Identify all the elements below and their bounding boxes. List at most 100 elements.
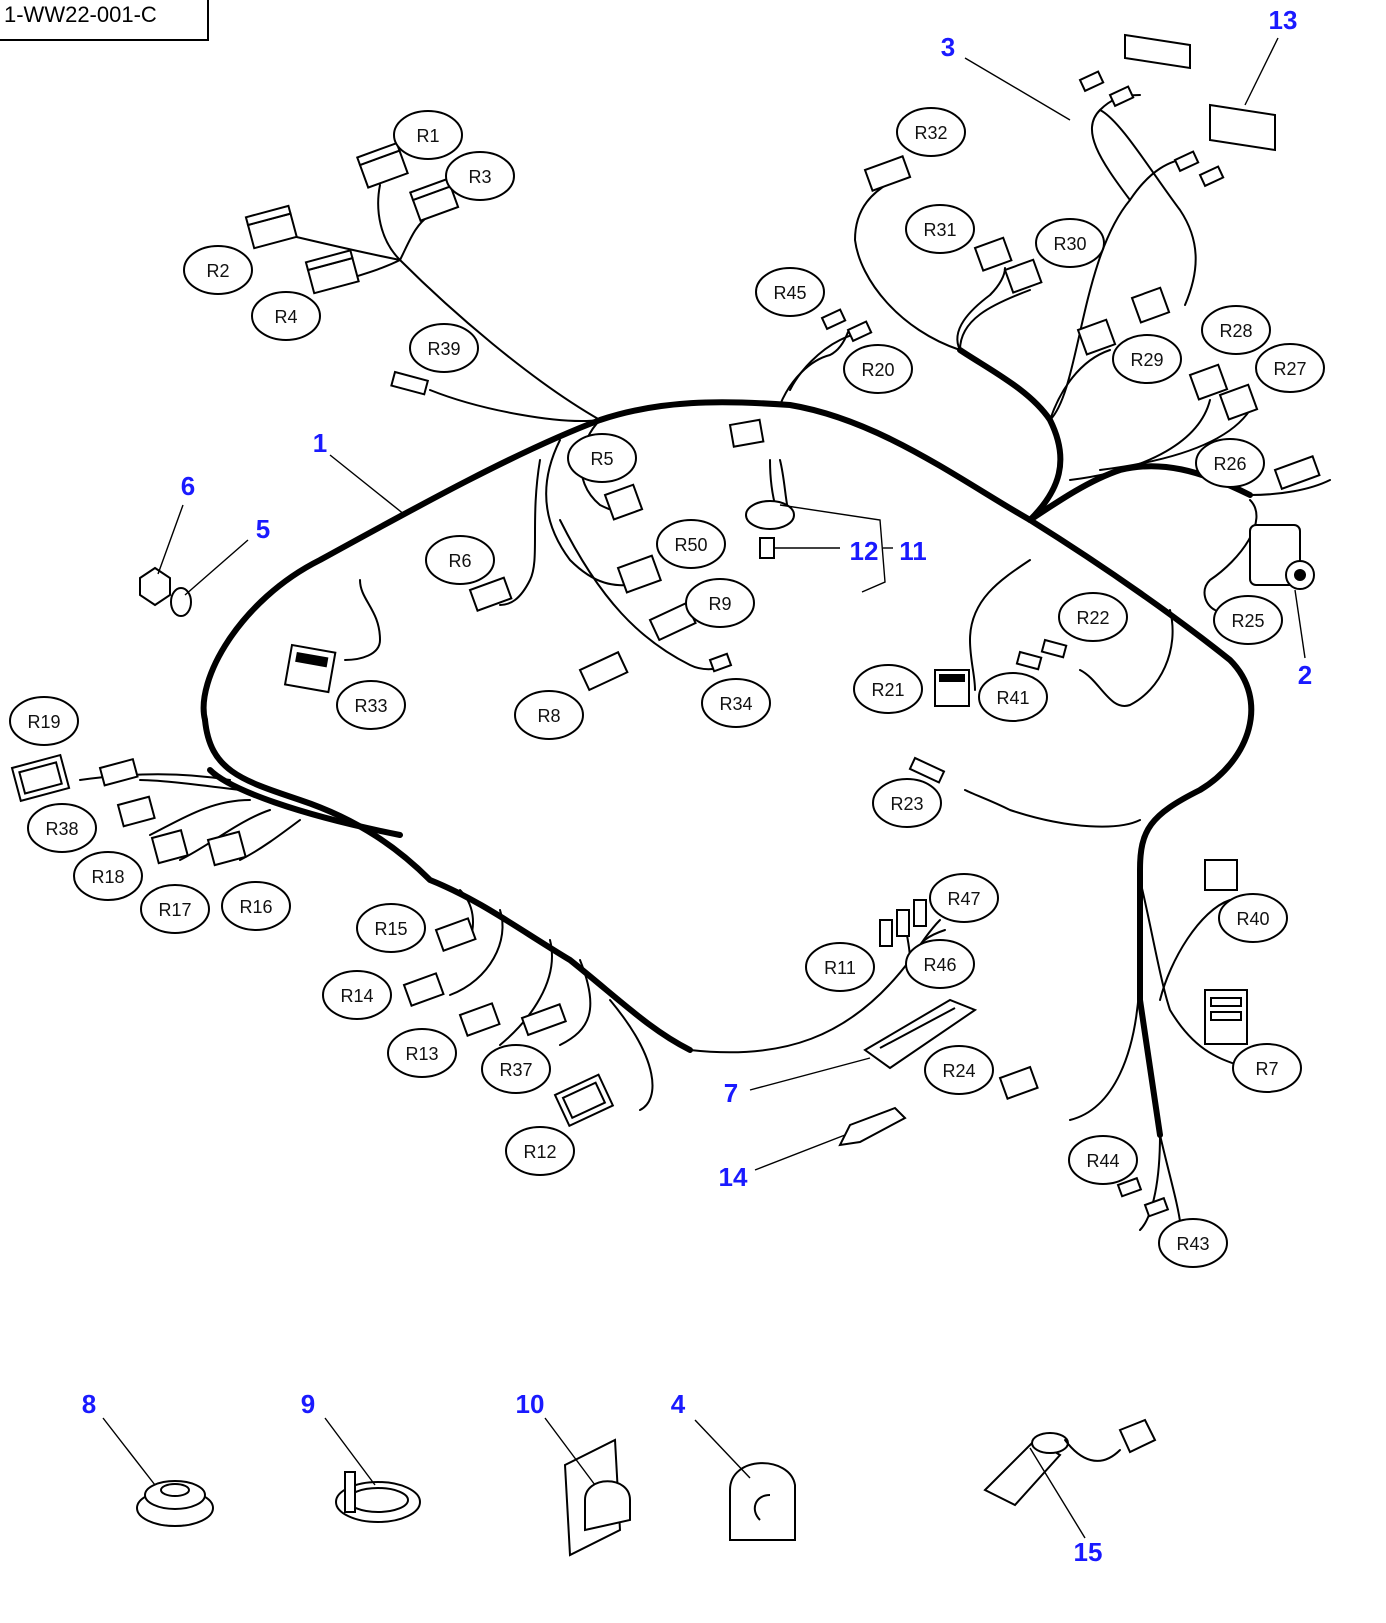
- svg-text:R32: R32: [914, 123, 947, 143]
- connector: [578, 650, 629, 692]
- ref-R50: R50: [656, 519, 726, 569]
- connector: [1108, 85, 1135, 108]
- room-lamp-part-7: [863, 998, 978, 1070]
- lamp-cover-part-13: [1124, 33, 1276, 152]
- connector: [98, 757, 139, 787]
- main-harness: [200, 347, 1255, 1138]
- connector: [1078, 70, 1105, 93]
- connector: [434, 917, 477, 952]
- grommet-part-8: [136, 1480, 214, 1527]
- connector: [934, 669, 970, 707]
- connector: [283, 643, 337, 694]
- ref-R8: R8: [514, 690, 584, 740]
- connector: [1204, 859, 1238, 891]
- connector: [908, 756, 946, 784]
- connector: [1204, 989, 1248, 1045]
- connector: [728, 418, 765, 448]
- ref-R13: R13: [387, 1028, 457, 1078]
- svg-text:R27: R27: [1273, 359, 1306, 379]
- callout-3: 3: [941, 32, 955, 62]
- svg-text:R31: R31: [923, 220, 956, 240]
- leader-lines: [102, 37, 1306, 1539]
- connector: [390, 370, 430, 396]
- svg-text:R29: R29: [1130, 350, 1163, 370]
- svg-text:R45: R45: [773, 283, 806, 303]
- ref-R1: R1: [393, 110, 463, 160]
- branch-wires: [79, 94, 1331, 1256]
- connector: [1173, 150, 1200, 173]
- svg-text:R41: R41: [996, 688, 1029, 708]
- svg-text:R19: R19: [27, 712, 60, 732]
- svg-text:R16: R16: [239, 897, 272, 917]
- ref-R44: R44: [1068, 1135, 1138, 1185]
- ref-R26: R26: [1195, 438, 1265, 488]
- ref-R46: R46: [905, 939, 975, 989]
- ref-R34: R34: [701, 678, 771, 728]
- connector: [1273, 455, 1321, 491]
- svg-text:R3: R3: [468, 167, 491, 187]
- svg-text:R40: R40: [1236, 909, 1269, 929]
- svg-text:R24: R24: [942, 1061, 975, 1081]
- svg-text:R30: R30: [1053, 234, 1086, 254]
- clip-part-10: [563, 1438, 631, 1557]
- callout-5: 5: [256, 514, 270, 544]
- svg-text:R44: R44: [1086, 1151, 1119, 1171]
- connector: [1130, 286, 1171, 324]
- connector: [1188, 363, 1229, 401]
- connector: [1003, 258, 1043, 294]
- nut-part-6: [139, 566, 171, 607]
- connector: [304, 249, 360, 295]
- connector: [520, 1003, 568, 1037]
- ref-R43: R43: [1158, 1218, 1228, 1268]
- sensor-part-15: [983, 1418, 1157, 1507]
- connector: [846, 320, 873, 343]
- svg-text:R17: R17: [158, 900, 191, 920]
- ref-R29: R29: [1112, 334, 1182, 384]
- plug-part-12: [759, 537, 775, 559]
- ref-R40: R40: [1218, 893, 1288, 943]
- ref-R4: R4: [251, 291, 321, 341]
- connector: [998, 1065, 1039, 1100]
- connector: [1040, 638, 1068, 659]
- ref-R6: R6: [425, 535, 495, 585]
- ref-R39: R39: [409, 323, 479, 373]
- ref-R31: R31: [905, 204, 975, 254]
- svg-text:R1: R1: [416, 126, 439, 146]
- connector: [708, 652, 733, 673]
- ref-R20: R20: [843, 344, 913, 394]
- callout-8: 8: [82, 1389, 96, 1419]
- ref-R21: R21: [853, 664, 923, 714]
- bulb-part-14: [838, 1106, 907, 1147]
- connector: [244, 204, 298, 250]
- connector: [603, 483, 644, 521]
- connector: [458, 1002, 501, 1037]
- callout-2: 2: [1298, 660, 1312, 690]
- svg-text:R33: R33: [354, 696, 387, 716]
- callout-12: 12: [850, 536, 879, 566]
- connector: [879, 919, 893, 947]
- doc-id-box: 1-WW22-001-C: [0, 0, 209, 41]
- svg-text:R6: R6: [448, 551, 471, 571]
- svg-text:R47: R47: [947, 889, 980, 909]
- grommet-part-11: [745, 500, 795, 530]
- svg-text:R46: R46: [923, 955, 956, 975]
- ref-R3: R3: [445, 151, 515, 201]
- ref-R14: R14: [322, 970, 392, 1020]
- svg-text:R21: R21: [871, 680, 904, 700]
- ref-R33: R33: [336, 680, 406, 730]
- callout-13: 13: [1269, 5, 1298, 35]
- svg-text:R39: R39: [427, 339, 460, 359]
- connector: [863, 155, 912, 192]
- clamp-part-9: [335, 1471, 421, 1523]
- connector: [10, 753, 71, 803]
- svg-text:R25: R25: [1231, 611, 1264, 631]
- connector: [1015, 650, 1043, 671]
- ref-R5: R5: [567, 433, 637, 483]
- connector: [1116, 1176, 1143, 1198]
- svg-text:R15: R15: [374, 919, 407, 939]
- callout-numbers: 1 2 3 4 5 6 7 8 9 10 11 12 13 14 15: [82, 5, 1312, 1567]
- connector: [820, 308, 847, 331]
- callout-14: 14: [719, 1162, 748, 1192]
- svg-text:R7: R7: [1255, 1059, 1278, 1079]
